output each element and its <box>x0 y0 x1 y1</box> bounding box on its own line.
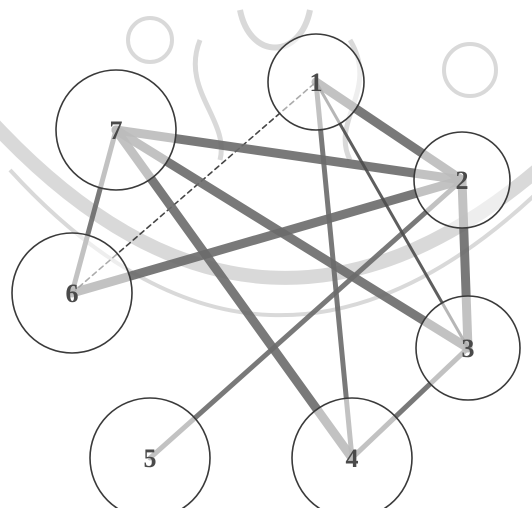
node-label-5: 5 <box>144 444 157 473</box>
node-1: 1 <box>267 33 365 131</box>
node-5: 5 <box>89 397 211 508</box>
node-circle-6 <box>11 232 133 354</box>
edge-5-2 <box>147 177 465 461</box>
node-circle-7 <box>55 69 177 191</box>
node-circle-5 <box>89 397 211 508</box>
edge-6-2 <box>67 175 467 298</box>
edges-layer <box>67 77 473 463</box>
edge-7-4 <box>111 125 357 463</box>
edge-1-4 <box>313 79 355 461</box>
node-7: 7 <box>55 69 177 191</box>
watermark-flourish <box>126 16 174 64</box>
node-label-6: 6 <box>66 279 79 308</box>
node-2: 2 <box>413 131 511 229</box>
node-circle-1 <box>267 33 365 131</box>
node-4: 4 <box>291 397 413 508</box>
watermark-flourish-right <box>442 42 498 98</box>
node-circle-4 <box>291 397 413 508</box>
node-label-7: 7 <box>110 116 123 145</box>
node-6: 6 <box>11 232 133 354</box>
node-circle-3 <box>415 295 521 401</box>
node-label-1: 1 <box>310 68 323 97</box>
nodes-layer: 1 2 3 4 5 6 7 <box>11 33 521 508</box>
node-label-2: 2 <box>456 166 469 195</box>
edge-7-3 <box>111 125 473 353</box>
node-label-4: 4 <box>346 444 359 473</box>
watermark-crown <box>237 9 313 51</box>
node-label-3: 3 <box>462 334 475 363</box>
node-circle-2 <box>413 131 511 229</box>
node-3: 3 <box>415 295 521 401</box>
